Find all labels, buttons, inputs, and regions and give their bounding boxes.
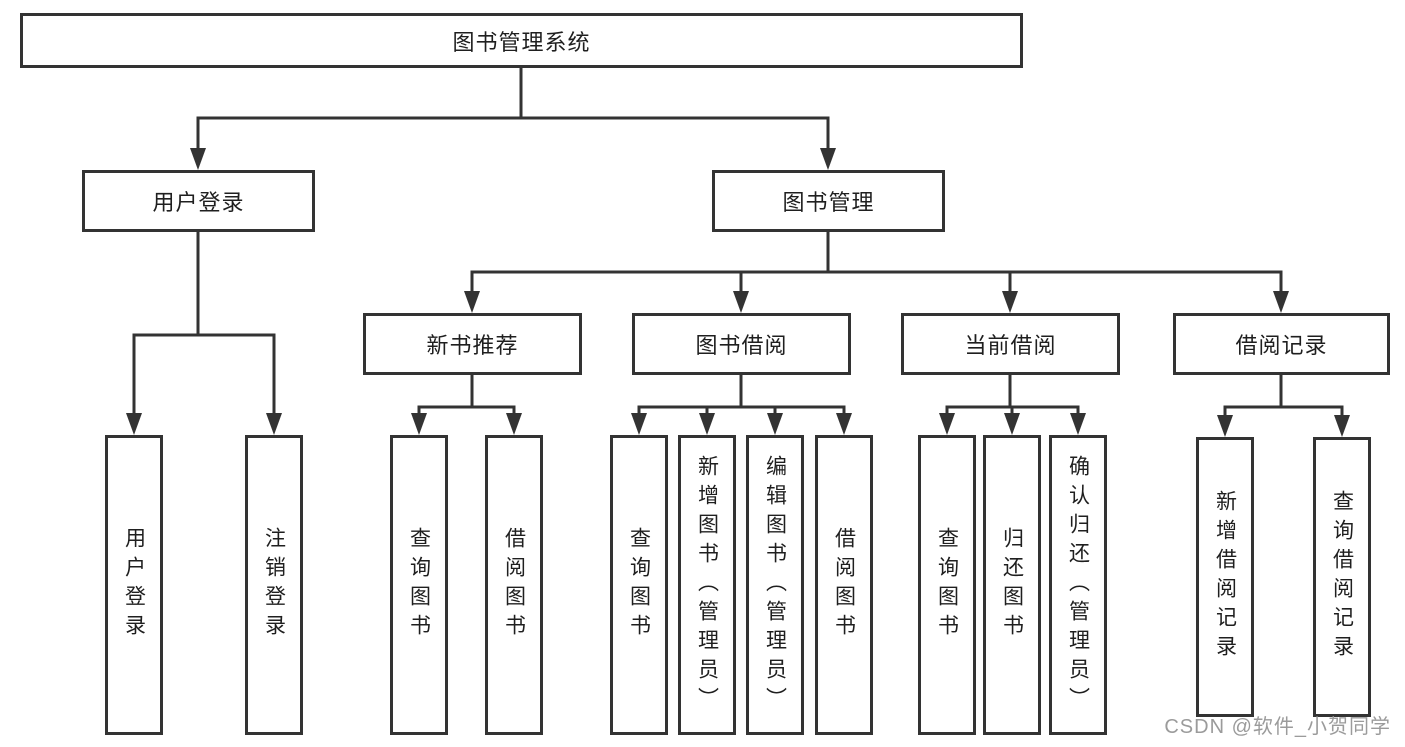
node-book-borrowing: 图书借阅	[632, 313, 851, 375]
node-leaf-add-borrow-record-label: 新增借阅记录	[1213, 490, 1237, 664]
node-leaf-recommend-borrow-book-label: 借阅图书	[502, 527, 526, 643]
node-user-login-label: 用户登录	[152, 190, 245, 215]
connector-arrowheads	[126, 148, 1350, 437]
node-leaf-recommend-borrow-book: 借阅图书	[485, 435, 543, 735]
node-book-borrowing-label: 图书借阅	[695, 333, 788, 358]
node-book-management: 图书管理	[712, 170, 945, 232]
node-leaf-borrow-book-label: 借阅图书	[832, 527, 856, 643]
node-leaf-query-borrow-record: 查询借阅记录	[1313, 437, 1371, 717]
connector-new-book-split	[417, 373, 516, 419]
connector-borrow-records-split	[1223, 373, 1344, 421]
node-leaf-borrow-book: 借阅图书	[815, 435, 873, 735]
node-new-book-recommend: 新书推荐	[363, 313, 582, 375]
node-new-book-recommend-label: 新书推荐	[426, 333, 519, 358]
node-leaf-recommend-query-book: 查询图书	[390, 435, 448, 735]
node-leaf-query-borrow-record-label: 查询借阅记录	[1330, 490, 1354, 664]
node-leaf-logout: 注销登录	[245, 435, 303, 735]
node-leaf-add-borrow-record: 新增借阅记录	[1196, 437, 1254, 717]
connector-stems	[132, 66, 1344, 421]
connector-book-borrow-split	[637, 373, 846, 419]
connector-current-borrow-split	[945, 373, 1080, 419]
node-root-label: 图书管理系统	[452, 29, 591, 55]
node-leaf-return-book-label: 归还图书	[1000, 527, 1024, 643]
node-leaf-borrowing-query-book-label: 查询图书	[627, 527, 651, 643]
node-leaf-confirm-return-admin-label: 确认归还（管理员）	[1066, 454, 1090, 716]
node-user-login: 用户登录	[82, 170, 315, 232]
connector-book-mgmt-split	[470, 230, 1283, 296]
node-leaf-edit-book-admin-label: 编辑图书（管理员）	[763, 454, 787, 716]
node-borrow-records: 借阅记录	[1173, 313, 1390, 375]
node-leaf-return-book: 归还图书	[983, 435, 1041, 735]
node-leaf-current-query-book: 查询图书	[918, 435, 976, 735]
node-leaf-user-login: 用户登录	[105, 435, 163, 735]
node-leaf-recommend-query-book-label: 查询图书	[407, 527, 431, 643]
connector-user-login-split	[132, 230, 276, 419]
node-book-management-label: 图书管理	[782, 190, 875, 215]
node-leaf-add-book-admin: 新增图书（管理员）	[678, 435, 736, 735]
node-borrow-records-label: 借阅记录	[1235, 333, 1328, 358]
node-current-borrowing: 当前借阅	[901, 313, 1120, 375]
node-leaf-add-book-admin-label: 新增图书（管理员）	[695, 454, 719, 716]
node-leaf-borrowing-query-book: 查询图书	[610, 435, 668, 735]
node-leaf-current-query-book-label: 查询图书	[935, 527, 959, 643]
node-leaf-logout-label: 注销登录	[262, 527, 286, 643]
node-leaf-confirm-return-admin: 确认归还（管理员）	[1049, 435, 1107, 735]
connector-root-split	[196, 66, 830, 154]
node-root: 图书管理系统	[20, 13, 1023, 68]
csdn-watermark: CSDN @软件_小贺同学	[1164, 716, 1391, 738]
node-current-borrowing-label: 当前借阅	[964, 333, 1057, 358]
node-leaf-user-login-label: 用户登录	[122, 527, 146, 643]
node-leaf-edit-book-admin: 编辑图书（管理员）	[746, 435, 804, 735]
